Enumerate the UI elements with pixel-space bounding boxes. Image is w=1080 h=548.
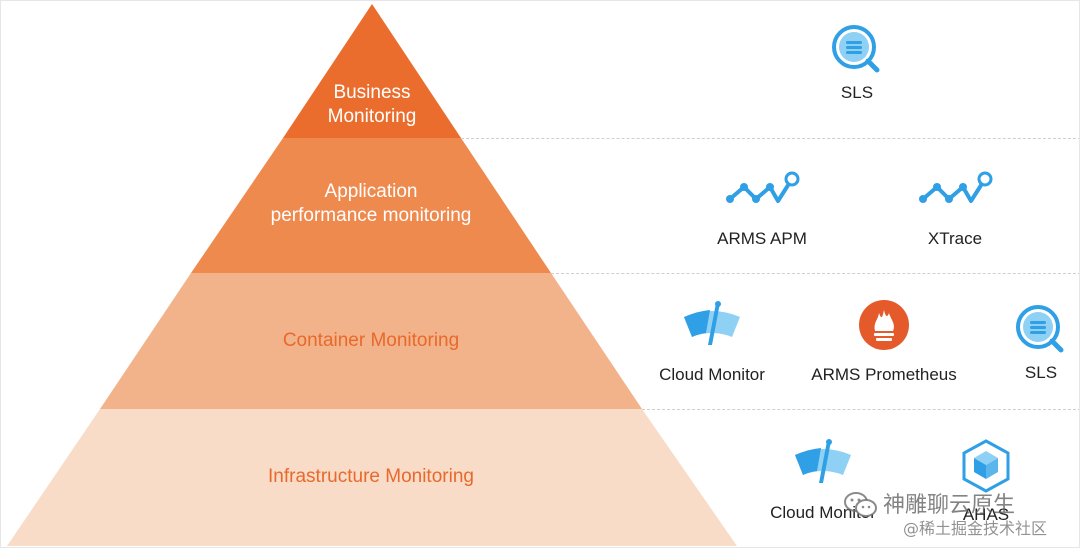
xtrace-trend-icon [919,171,993,203]
layer-label-application: Application performance monitoring [221,180,521,228]
prometheus-flame-icon [859,300,909,350]
tool-arms-prometheus: ARMS Prometheus [784,299,984,385]
tool-name: AHAS [962,505,1010,524]
tool-name: XTrace [927,229,983,248]
row-divider-3 [642,409,1079,410]
tool-arms-apm: ARMS APM [662,169,862,249]
tool-cloud-monitor-container: Cloud Monitor [612,299,812,385]
apm-trend-icon [726,171,800,203]
layer-label-line: performance monitoring [270,205,472,226]
tool-name: SLS [840,83,874,102]
row-divider-2 [551,273,1079,274]
layer-label-container: Container Monitoring [221,329,521,353]
layer-label-line: Infrastructure Monitoring [268,466,474,487]
tool-sls-container: SLS [941,303,1079,383]
tool-xtrace: XTrace [855,169,1055,249]
cloud-monitor-gauge-icon [795,439,851,483]
pyramid-layer-application [191,138,551,273]
layer-label-line: Monitoring [327,106,417,127]
tool-name: SLS [1024,363,1058,382]
pyramid-layer-infrastructure [7,409,737,546]
pyramid-layer-business [283,4,461,138]
layer-label-line: Business [333,82,411,103]
layer-label-line: Container Monitoring [282,330,460,351]
cloud-monitor-gauge-icon [684,301,740,345]
row-divider-1 [461,138,1079,139]
layer-label-business: Business Monitoring [272,81,472,129]
pyramid-layer-container [100,273,642,409]
ahas-cube-icon [962,439,1010,493]
layer-label-line: Application [324,181,418,202]
tool-name: ARMS Prometheus [811,365,957,384]
tool-sls-business: SLS [757,23,957,103]
sls-search-icon [832,25,880,73]
tool-name: Cloud Monitor [659,365,765,384]
tool-name: ARMS APM [717,229,807,248]
layer-label-infrastructure: Infrastructure Monitoring [201,465,541,489]
tool-ahas: AHAS [886,439,1079,525]
sls-search-icon [1016,305,1064,353]
